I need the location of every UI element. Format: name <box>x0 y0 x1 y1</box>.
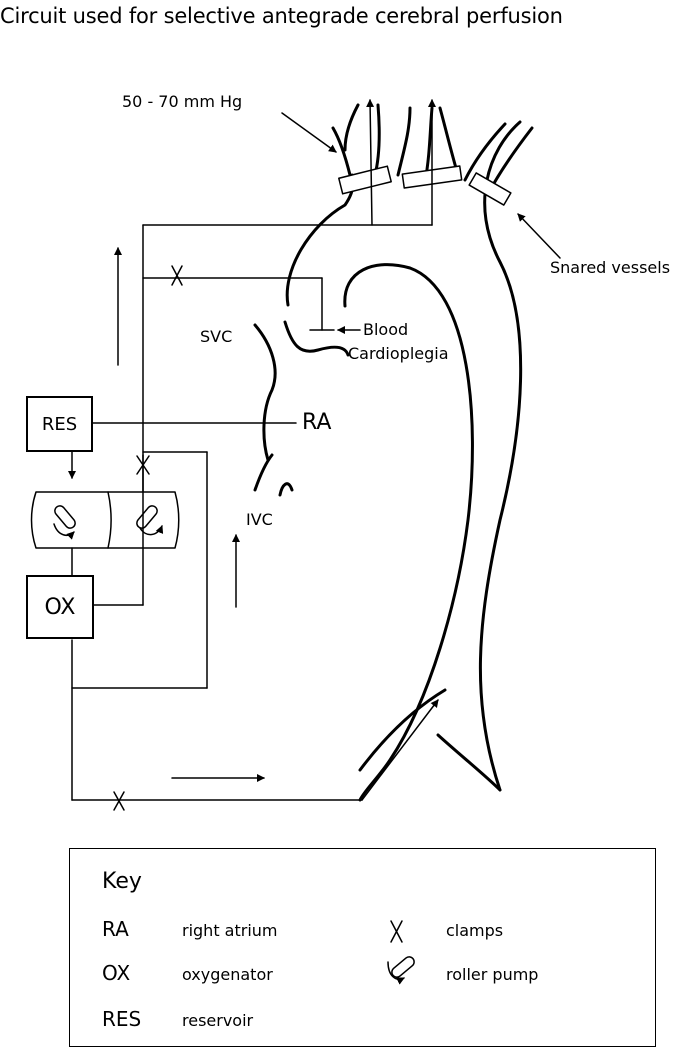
page-title: Circuit used for selective antegrade cer… <box>0 4 563 28</box>
cannula-1 <box>366 99 375 226</box>
legend-abbr-ox: OX <box>102 961 131 985</box>
vessel-2-right <box>438 106 460 177</box>
vessel-1-right <box>373 103 381 177</box>
res-box: RES <box>26 396 93 452</box>
aorta-outer-wall <box>478 120 523 792</box>
blood-label: Blood <box>363 320 409 339</box>
roller-pump-icon <box>387 956 415 985</box>
snare-1 <box>338 165 392 195</box>
snared-vessels-label: Snared vessels <box>550 258 671 277</box>
descending-aorta-left <box>358 688 447 772</box>
ivc-label: IVC <box>246 510 273 529</box>
femoral-cannula <box>361 699 439 801</box>
vessel-2-left <box>396 106 412 177</box>
res-label: RES <box>41 413 78 435</box>
roller-pump-icon <box>53 505 76 540</box>
vessel-3-left <box>463 122 507 182</box>
pump-right-housing <box>107 491 180 549</box>
svc-right-wall <box>283 320 350 357</box>
legend-desc-ra: right atrium <box>182 921 278 940</box>
pressure-arrow <box>281 112 337 153</box>
svc-left-wall <box>253 323 277 462</box>
vessel-1-inner <box>343 103 360 152</box>
snared-arrow <box>517 213 561 259</box>
ivc-left-wall <box>253 453 274 492</box>
vessel-1-left <box>331 126 352 177</box>
legend-desc-roller-pump: roller pump <box>446 965 539 984</box>
svc-label: SVC <box>200 327 233 346</box>
aorta-inner-wall <box>343 263 474 802</box>
clamp-icon <box>113 791 125 811</box>
cardioplegia-label: Cardioplegia <box>348 344 449 363</box>
pressure-label: 50 - 70 mm Hg <box>122 92 243 111</box>
ivc-right-wall <box>278 482 294 497</box>
ox-label: OX <box>44 594 76 620</box>
legend-abbr-ra: RA <box>102 917 129 941</box>
legend-desc-ox: oxygenator <box>182 965 273 984</box>
clamp-icon <box>136 455 150 475</box>
ra-label: RA <box>302 410 332 435</box>
legend-abbr-res: RES <box>102 1007 142 1031</box>
legend-desc-res: reservoir <box>182 1011 254 1030</box>
legend-desc-clamps: clamps <box>446 921 504 940</box>
legend-title: Key <box>102 869 142 894</box>
roller-pump-icon <box>136 505 164 536</box>
clamp-icon <box>171 265 183 286</box>
pump-left-housing <box>30 491 112 549</box>
snare-3 <box>468 172 512 206</box>
clamp-icon <box>390 920 403 943</box>
descending-aorta-right <box>436 733 502 792</box>
legend-box: Key RA right atrium OX oxygenator RES re… <box>69 848 656 1047</box>
ox-box: OX <box>26 575 94 639</box>
ascending-aorta-wall <box>285 173 355 307</box>
